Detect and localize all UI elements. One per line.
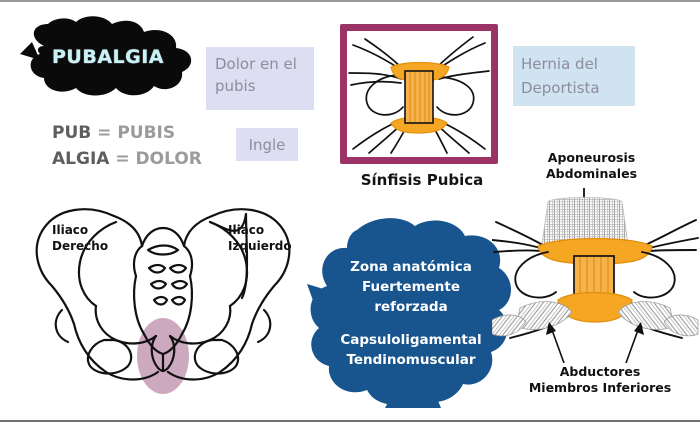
adductor-muscle-right-outer [663,314,699,337]
symptom-box-ingle: Ingle [236,128,298,161]
acronym-value-pubis: PUBIS [117,123,176,143]
acronym-eq-2: = [115,149,130,169]
acronym-key-algia: ALGIA [52,149,110,169]
pelvis-label-iliaco-izquierdo-line2: Izquierdo [228,239,292,253]
acronym-block: PUB = PUBIS ALGIA = DOLOR [52,120,202,172]
pubalgia-title-cloud: PUBALGIA [18,16,198,98]
anatomy-label-abductores-line1: Abductores [559,364,641,379]
acronym-line-pub: PUB = PUBIS [52,120,202,146]
anatomy-label-aponeurosis-line2: Abdominales [546,166,638,181]
adductor-arrows-icon [546,322,644,363]
adductor-muscle-left-outer [492,314,527,337]
zona-line-4: Capsuloligamental [340,331,482,348]
pelvis-label-iliaco-derecho-line1: Iliaco [52,223,89,237]
symphysis-caption: Sínfisis Pubica [360,171,484,189]
tendon-inferior [557,291,633,323]
acronym-key-pub: PUB [52,123,92,143]
cloud-shape-icon [20,16,192,96]
hernia-anatomy-illustration [492,188,700,363]
pelvis-bone-drawing [35,208,291,394]
zona-anatomica-text: Zona anatómica Fuertemente reforzada Cap… [305,218,517,408]
anatomy-label-abductores-line2: Miembros Inferiores [528,380,672,395]
zona-anatomica-cloud: Zona anatómica Fuertemente reforzada Cap… [305,218,517,408]
zona-line-2: Fuertemente [361,278,461,295]
adductor-muscle-left-inner [515,301,573,330]
zona-line-3: reforzada [374,298,448,315]
tendon-superior [537,237,653,265]
pelvis-label-iliaco-derecho: Iliaco Derecho [52,222,108,254]
symphysis-diagram-frame [340,24,498,164]
pelvis-illustration [18,194,308,394]
adductor-muscle-right-inner [617,301,675,330]
zona-line-1: Zona anatómica [350,258,472,275]
symptom-box-dolor-pubis: Dolor en el pubis [206,47,314,110]
anatomy-label-aponeurosis: Aponeurosis Abdominales [546,150,637,182]
pubalgia-title-label: PUBALGIA [51,46,165,68]
hernia-deportista-box: Hernia del Deportista [513,46,635,106]
anatomy-label-abductores: Abductores Miembros Inferiores [520,364,680,396]
acronym-eq-1: = [97,123,112,143]
symphysis-pubis-illustration [348,36,490,154]
pelvis-label-iliaco-izquierdo: Iliaco Izquierdo [228,222,292,254]
pelvis-label-iliaco-derecho-line2: Derecho [52,239,109,253]
acronym-value-dolor: DOLOR [135,149,202,169]
anatomy-label-aponeurosis-line1: Aponeurosis [547,150,636,165]
pelvis-label-iliaco-izquierdo-line1: Iliaco [228,223,265,237]
zona-line-5: Tendinomuscular [346,351,476,368]
aponeurosis-adductors-drawing [492,188,699,363]
blue-cloud-shape-icon [307,218,511,408]
acronym-line-algia: ALGIA = DOLOR [52,146,202,172]
